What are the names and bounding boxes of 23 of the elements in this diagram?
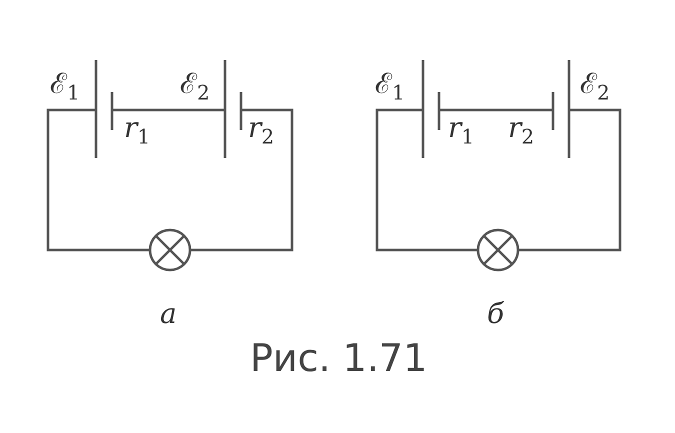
emf-label: ℰ$_{1}$ — [375, 70, 405, 103]
battery-symbol — [552, 60, 570, 158]
emf-label: ℰ$_{2}$ — [580, 70, 610, 103]
battery-symbol — [422, 60, 440, 158]
emf-label: ℰ$_{1}$ — [50, 70, 80, 103]
circuit-wire — [376, 108, 478, 252]
circuit-wire — [190, 108, 294, 252]
lamp-symbol — [476, 228, 520, 272]
resistance-label: r$_{2}$ — [508, 114, 534, 147]
circuit-wire — [112, 108, 225, 112]
circuit-wire — [518, 108, 622, 252]
circuit-wire — [439, 108, 553, 112]
resistance-label: r$_{1}$ — [448, 114, 474, 147]
circuit-wire — [46, 108, 150, 252]
panel-label: б — [487, 300, 504, 328]
resistance-label: r$_{1}$ — [124, 114, 150, 147]
panel-label: а — [160, 300, 177, 328]
lamp-symbol — [148, 228, 192, 272]
figure-caption: Рис. 1.71 — [250, 336, 428, 380]
battery-symbol — [94, 60, 114, 158]
resistance-label: r$_{2}$ — [248, 114, 274, 147]
battery-symbol — [224, 60, 242, 158]
emf-label: ℰ$_{2}$ — [180, 70, 210, 103]
